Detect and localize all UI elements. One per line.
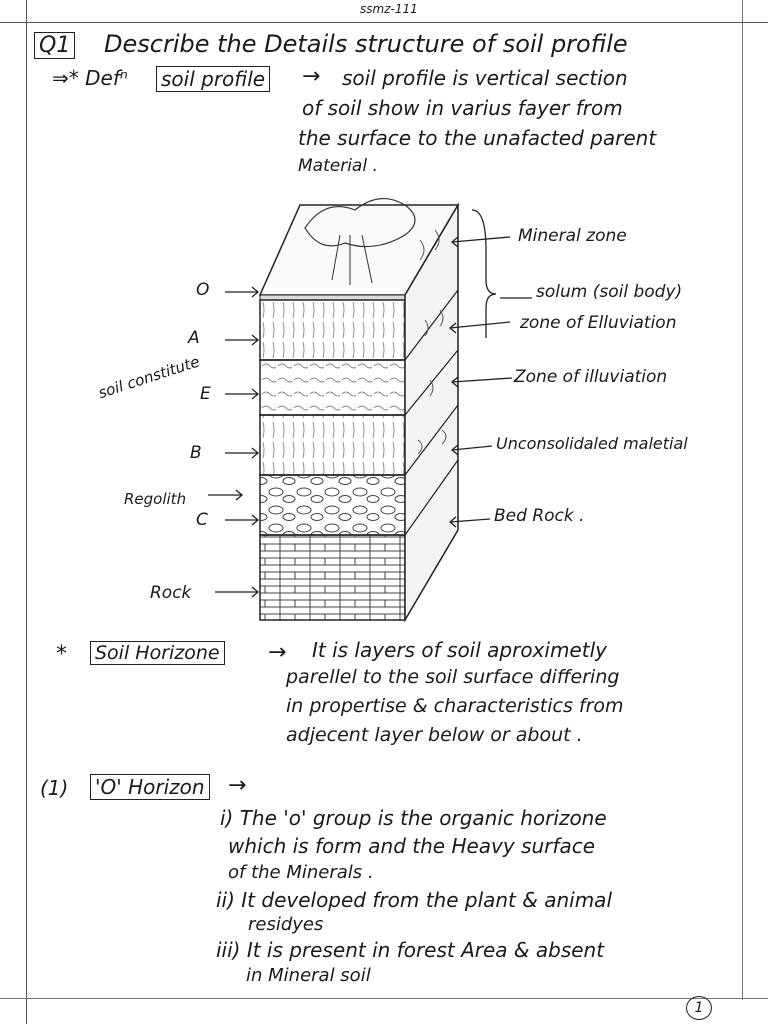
- profile-side-face: [404, 202, 459, 623]
- definition-arrow: →: [302, 64, 321, 89]
- o-horizon-point: residyes: [248, 914, 324, 935]
- label-a-horizon: A: [188, 328, 200, 348]
- label-o-horizon: O: [196, 280, 210, 300]
- question-number: Q1: [34, 32, 76, 59]
- left-label-arrows: [208, 286, 260, 598]
- question-title: Describe the Details structure of soil p…: [104, 30, 628, 58]
- label-b-horizon: B: [190, 443, 202, 463]
- o-horizon-point: i) The 'o' group is the organic horizone: [220, 806, 607, 830]
- o-horizon-number: (1): [40, 776, 69, 800]
- soil-profile-diagram: [208, 198, 532, 623]
- soil-horizon-line: in propertise & characteristics from: [286, 695, 624, 717]
- o-horizon-point: in Mineral soil: [246, 965, 371, 986]
- right-border-line: [742, 0, 743, 1000]
- top-border-line: [0, 22, 768, 23]
- label-elluviation: zone of Elluviation: [520, 313, 677, 333]
- soil-horizon-arrow: →: [268, 640, 287, 665]
- margin-line: [26, 0, 27, 1024]
- label-c-horizon: C: [196, 510, 208, 530]
- label-illuviation: Zone of illuviation: [514, 367, 668, 387]
- label-bed-rock: Bed Rock .: [494, 506, 585, 526]
- solum-brace: [471, 209, 497, 338]
- label-rock: Rock: [150, 583, 192, 603]
- soil-horizon-term: Soil Horizone: [90, 641, 225, 665]
- label-solum: solum (soil body): [536, 282, 683, 302]
- definition-line: the surface to the unafacted parent: [298, 126, 657, 150]
- definition-line: Material .: [298, 156, 378, 176]
- profile-front-face: [259, 294, 406, 621]
- o-horizon-point: iii) It is present in forest Area & abse…: [216, 938, 605, 962]
- soil-horizon-bullet: *: [56, 642, 67, 667]
- definition-line: of soil show in varius fayer from: [302, 96, 623, 120]
- right-label-arrows: [448, 236, 532, 528]
- definition-prefix: ⇒* Defⁿ: [52, 66, 128, 90]
- soil-horizon-line: It is layers of soil aproximetly: [312, 638, 607, 662]
- soil-horizon-line: parellel to the soil surface differing: [286, 666, 620, 688]
- o-horizon-point: of the Minerals .: [228, 862, 374, 883]
- definition-line: soil profile is vertical section: [342, 66, 628, 90]
- label-regolith: Regolith: [124, 490, 187, 508]
- label-unconsolidated-material: Unconsolidaled maletial: [496, 434, 688, 453]
- o-horizon-arrow: →: [228, 773, 247, 798]
- page-number: 1: [686, 996, 712, 1020]
- label-e-horizon: E: [200, 384, 211, 404]
- o-horizon-point: which is form and the Heavy surface: [228, 834, 596, 858]
- top-mark: ssmz-111: [360, 2, 418, 16]
- o-horizon-point: ii) It developed from the plant & animal: [216, 888, 612, 912]
- bottom-border-line: [0, 998, 768, 999]
- definition-term: soil profile: [156, 66, 271, 92]
- label-mineral-zone: Mineral zone: [518, 226, 627, 246]
- soil-horizon-line: adjecent layer below or about .: [286, 724, 583, 746]
- o-horizon-term: 'O' Horizon: [90, 774, 210, 800]
